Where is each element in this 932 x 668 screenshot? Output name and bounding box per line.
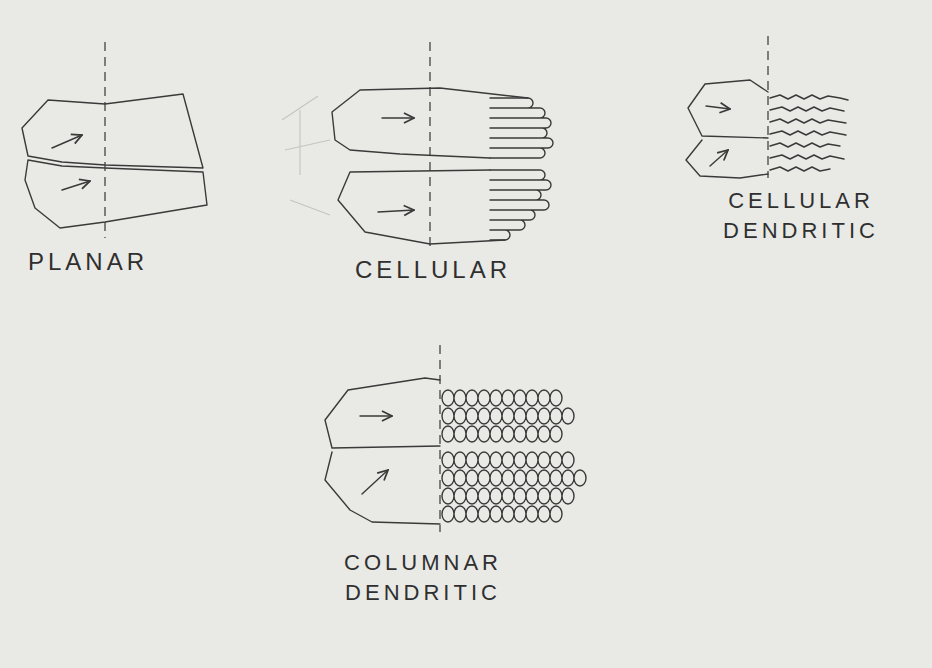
grain <box>325 378 440 448</box>
growth-arrow <box>360 415 392 416</box>
morphology-label: CELLULAR DENDRITIC <box>712 186 890 245</box>
dendrites <box>770 95 848 171</box>
morphology-label: PLANAR <box>28 246 148 278</box>
cellular-sketch <box>282 42 553 246</box>
growth-arrow <box>706 106 730 109</box>
grain <box>325 452 440 524</box>
columnar-dendritic-sketch <box>325 345 586 532</box>
growth-arrow <box>382 117 414 118</box>
grain <box>686 140 768 178</box>
reference-line <box>767 36 768 178</box>
growth-arrow <box>710 150 728 166</box>
growth-arrow <box>52 135 82 148</box>
reference-line <box>104 42 105 238</box>
growth-arrow <box>362 470 388 494</box>
reference-line <box>429 42 430 246</box>
grain <box>22 94 203 168</box>
morphology-label: CELLULAR <box>355 254 511 286</box>
morphology-label: COLUMNAR DENDRITIC <box>328 548 518 607</box>
grain <box>338 170 505 244</box>
erased-stroke <box>282 96 330 215</box>
reference-line <box>439 345 440 532</box>
growth-arrow <box>378 210 414 212</box>
planar-sketch <box>22 42 207 238</box>
grain <box>688 80 768 138</box>
cells <box>490 170 551 240</box>
cellular-dendritic-sketch <box>686 36 848 178</box>
growth-arrow <box>62 181 90 190</box>
dendrites <box>442 390 574 442</box>
cells <box>490 98 553 158</box>
dendrites <box>442 452 586 522</box>
grain <box>25 160 207 228</box>
